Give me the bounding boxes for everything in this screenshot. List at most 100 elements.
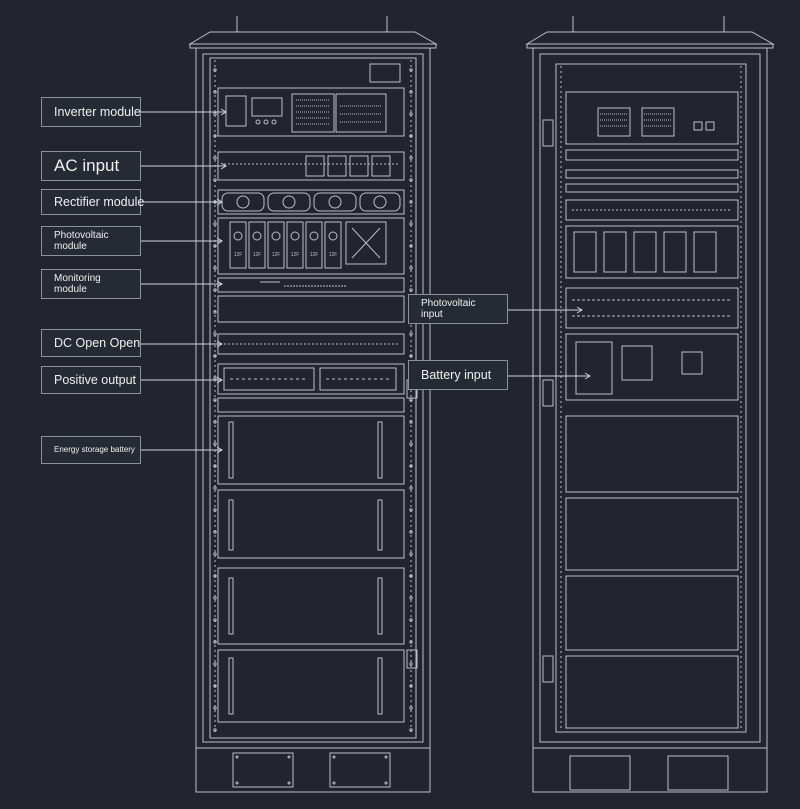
rack-screw (213, 156, 217, 160)
rack-screw (409, 596, 413, 600)
rack-screw (409, 684, 413, 688)
pv-module-mark: 12F (253, 252, 262, 258)
label-text: Inverter module (54, 104, 141, 119)
rack-screw (409, 288, 413, 292)
rack-screw (213, 112, 217, 116)
rack-screw (213, 244, 217, 248)
rack-screw (409, 244, 413, 248)
rack-screw (213, 288, 217, 292)
rack-screw (409, 640, 413, 644)
label-battery-input: Battery input (408, 360, 508, 390)
label-photovoltaic-input: Photovoltaic input (408, 294, 508, 324)
rack-screw (409, 156, 413, 160)
label-text-line-2: module (54, 284, 87, 295)
pv-module-unit (229, 221, 247, 269)
leader-lines (141, 108, 591, 454)
rack-screw (409, 442, 413, 446)
rack-screw (213, 530, 217, 534)
label-monitoring-module: Monitoring module (41, 269, 141, 299)
pv-module-knob (252, 231, 262, 241)
rack-screw (213, 596, 217, 600)
rack-screw (409, 508, 413, 512)
rack-screw (409, 398, 413, 402)
rack-screw (213, 574, 217, 578)
rack-screw (409, 552, 413, 556)
rack-screw (409, 68, 413, 72)
pv-module-mark: 12F (291, 252, 300, 258)
pv-module-knob (271, 231, 281, 241)
rack-screw (409, 706, 413, 710)
rack-screw (409, 134, 413, 138)
label-text: Energy storage battery (54, 445, 135, 455)
rack-screw (213, 310, 217, 314)
rack-screw (213, 684, 217, 688)
rack-screw (409, 530, 413, 534)
rack-screw (213, 464, 217, 468)
rack-screw (213, 728, 217, 732)
rack-screw (213, 134, 217, 138)
pv-module-unit (305, 221, 323, 269)
rack-screw (409, 464, 413, 468)
rack-screw (213, 618, 217, 622)
label-text-line-1: Monitoring (54, 272, 101, 284)
rack-screw (213, 266, 217, 270)
label-dc-open-open: DC Open Open (41, 329, 141, 357)
rack-screw (409, 200, 413, 204)
label-text: Photovoltaic input (421, 297, 476, 321)
rack-screw (213, 706, 217, 710)
rack-screw (213, 354, 217, 358)
pv-module-mark: 12F (310, 252, 319, 258)
label-text: Rectifier module (54, 194, 145, 209)
pv-module-unit (324, 221, 342, 269)
label-positive-output: Positive output (41, 366, 141, 394)
rack-screw (213, 222, 217, 226)
pv-module-unit (267, 221, 285, 269)
pv-module-mark: 12F (234, 252, 243, 258)
label-rectifier-module: Rectifier module (41, 189, 145, 215)
front-cabinet (188, 16, 438, 793)
label-text: DC Open Open (54, 335, 141, 350)
rack-screw (213, 508, 217, 512)
rear-cabinet (525, 16, 775, 793)
rack-screw (213, 662, 217, 666)
rack-screw (213, 90, 217, 94)
rack-screw (409, 222, 413, 226)
label-photovoltaic-module: Photovoltaic module (41, 226, 141, 256)
rack-screw (409, 618, 413, 622)
pv-module-knob (309, 231, 319, 241)
rack-screw (409, 574, 413, 578)
pv-module-knob (290, 231, 300, 241)
pv-module-knob (233, 231, 243, 241)
label-text-line-1: Photovoltaic (54, 229, 109, 241)
rack-screw (409, 112, 413, 116)
rack-screw (213, 486, 217, 490)
label-inverter-module: Inverter module (41, 97, 141, 127)
label-text: AC input (54, 156, 120, 176)
pv-module-mark: 12F (272, 252, 281, 258)
rack-screw (409, 332, 413, 336)
rack-screw (213, 376, 217, 380)
rack-screw (213, 178, 217, 182)
rack-screw (213, 442, 217, 446)
pv-module-unit (286, 221, 304, 269)
label-text: Battery input (421, 367, 492, 382)
rack-screw (213, 640, 217, 644)
pv-module-knob (328, 231, 338, 241)
rack-screw (409, 90, 413, 94)
label-ac-input: AC input (41, 151, 141, 181)
rack-screw (213, 420, 217, 424)
rack-screw (409, 662, 413, 666)
label-text-line-2: module (54, 241, 87, 252)
rack-screw (213, 332, 217, 336)
rack-screw (409, 266, 413, 270)
pv-module-unit (248, 221, 266, 269)
label-energy-storage-battery: Energy storage battery (41, 436, 141, 464)
rack-screws (213, 68, 413, 732)
label-text: Positive output (54, 372, 136, 387)
rack-screw (409, 420, 413, 424)
rack-screw (213, 398, 217, 402)
rack-screw (213, 68, 217, 72)
